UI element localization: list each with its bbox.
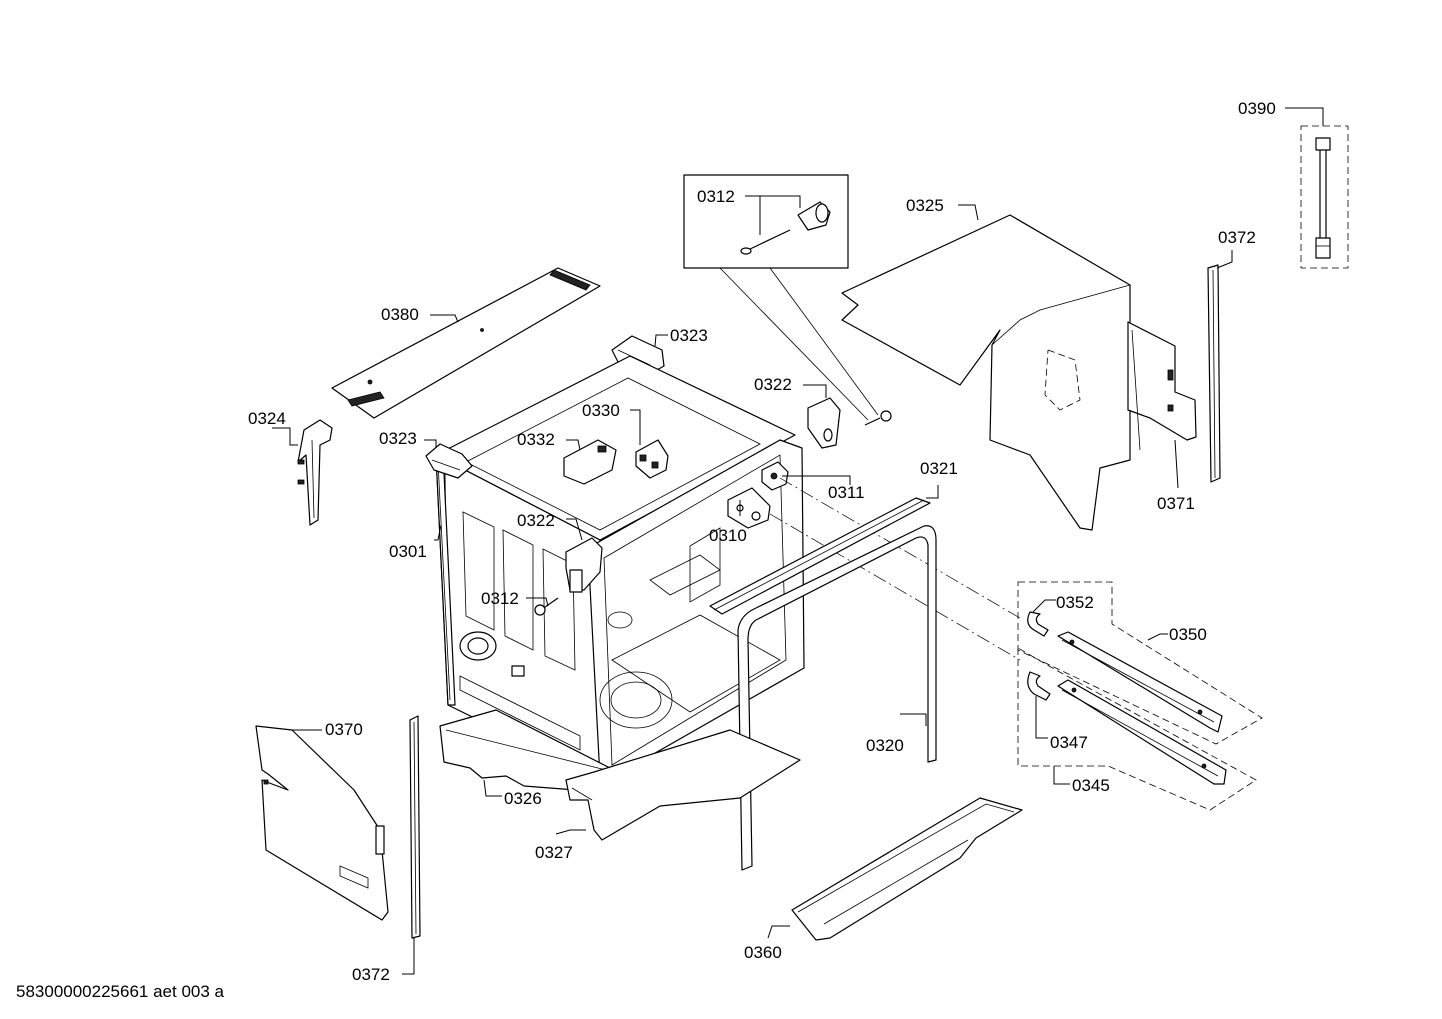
part-0312-nut-small[interactable] [864,410,892,426]
part-0360-plinth[interactable] [791,797,1023,941]
part-0370-side-panel[interactable] [255,725,389,921]
part-0380-top-plate[interactable] [331,267,601,419]
part-0330-hinge-block[interactable] [635,439,669,479]
callout-0371: 0371 [1157,494,1195,513]
part-0322-bracket-right[interactable] [807,397,841,449]
part-0301-tub[interactable] [435,355,805,781]
part-0311-hinge-pin[interactable] [761,461,789,491]
part-0371-side-panel[interactable] [1127,321,1197,451]
part-0326-base-insulation[interactable] [439,709,621,791]
callout-0327: 0327 [535,843,573,862]
part-0321-seal-strip[interactable] [709,497,931,615]
callout-0372-bottom: 0372 [352,965,390,984]
part-0372-side-strip-bottom[interactable] [409,715,421,939]
callout-0312-inset: 0312 [697,187,735,206]
part-0352-clip[interactable] [1027,611,1049,637]
callout-0311: 0311 [828,483,865,502]
part-0372-side-strip-top[interactable] [1207,264,1221,483]
callout-0372-top: 0372 [1218,228,1256,247]
callout-0322-top: 0322 [754,375,792,394]
part-0320-door-gasket[interactable] [737,525,937,871]
group-0345-rail-kit[interactable] [1017,647,1257,811]
callout-0323-top: 0323 [670,326,708,345]
callout-0326: 0326 [504,789,542,808]
part-0332-switch[interactable] [563,439,617,485]
part-0390-hose[interactable] [1300,125,1349,269]
callout-0324: 0324 [248,409,286,428]
callout-0330: 0330 [582,401,620,420]
callout-0390: 0390 [1238,99,1276,118]
part-0322-bracket-left[interactable] [565,537,603,593]
part-0324-latch[interactable] [297,419,333,526]
callout-0350: 0350 [1169,625,1207,644]
callout-0345: 0345 [1072,776,1110,795]
callout-0301: 0301 [389,542,427,561]
callout-0370: 0370 [325,720,363,739]
part-0327-front-insulation[interactable] [565,729,801,841]
callout-0321: 0321 [920,459,958,478]
callout-0325: 0325 [906,196,944,215]
drawing-code: 58300000225661 aet 003 a [16,982,224,1001]
callout-0347: 0347 [1050,733,1088,752]
part-0310-hinge[interactable] [727,487,771,529]
callout-0352: 0352 [1056,593,1094,612]
part-0323-corner-bracket-left[interactable] [425,443,473,479]
callout-0360: 0360 [744,943,782,962]
part-0325-insulation[interactable] [841,214,1131,531]
callout-0332: 0332 [517,430,555,449]
callout-0312-mid: 0312 [481,589,519,608]
callout-0322-mid: 0322 [517,511,555,530]
callout-0380: 0380 [381,305,419,324]
callout-0323-left: 0323 [379,429,417,448]
group-0350-rail-kit[interactable] [1017,581,1263,745]
part-0347-clip[interactable] [1027,671,1051,701]
inset-0312-fastener [683,174,879,421]
part-0312-screw[interactable] [740,201,831,255]
callout-0320: 0320 [866,736,904,755]
callout-0310: 0310 [709,526,747,545]
